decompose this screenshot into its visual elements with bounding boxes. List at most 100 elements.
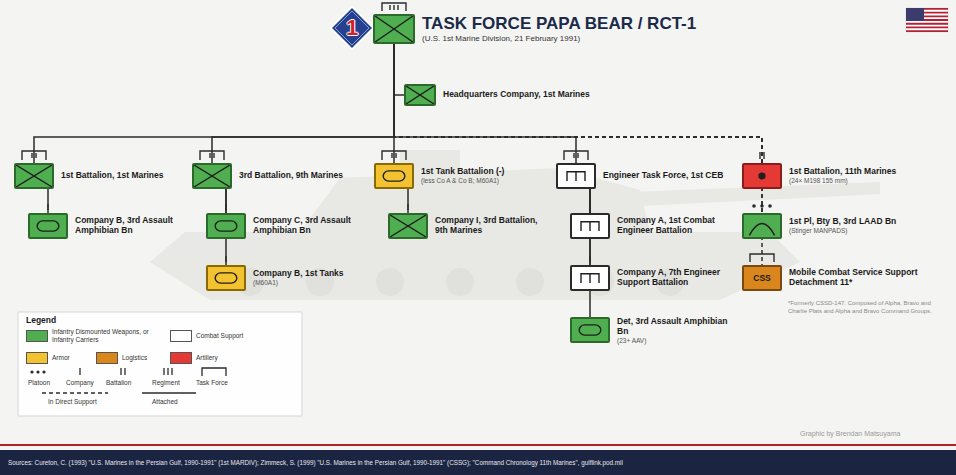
unit-symbol — [570, 213, 610, 239]
tracked-oval — [215, 273, 237, 283]
connector — [589, 189, 591, 317]
legend-entry: Battalion — [106, 379, 131, 387]
legend-direct-support-sample — [42, 392, 108, 394]
unit-name: Company B, 3rd Assault Amphibian Bn — [75, 216, 187, 236]
platoon-dot — [752, 204, 756, 208]
unit-detail: (23+ AAV) — [617, 337, 731, 345]
legend-text: Attached — [152, 398, 178, 406]
credit-line: Graphic by Brendan Matsuyama — [800, 430, 900, 437]
unit-name: Mobile Combat Service Support Detachment… — [789, 268, 949, 288]
legend-dot — [36, 370, 39, 373]
legend-platoon-sample — [30, 370, 45, 373]
legend-attached-sample — [142, 392, 196, 394]
subtitle-text: (U.S. 1st Marine Division, 21 February 1… — [422, 34, 696, 44]
engineer-sign — [581, 274, 599, 283]
unit-label: Company B, 3rd Assault Amphibian Bn — [75, 213, 187, 239]
legend-entry: Armor — [52, 354, 70, 362]
unit-icon — [375, 16, 413, 42]
connector — [34, 44, 394, 163]
legend-entry: Logistics — [122, 354, 147, 362]
unit-symbol — [570, 265, 610, 291]
unit-symbol: CSS — [742, 265, 782, 291]
platoon-dot — [768, 204, 772, 208]
legend-company-sample — [79, 368, 80, 375]
unit-icon — [406, 86, 434, 104]
unit-name: Engineer Task Force, 1st CEB — [603, 171, 723, 181]
legend-dot — [42, 370, 45, 373]
unit-label: Mobile Combat Service Support Detachment… — [789, 265, 949, 291]
unit-node: CSS Mobile Combat Service Support Detachm… — [742, 265, 949, 291]
unit-node: Headquarters Company, 1st Marines — [404, 84, 590, 106]
tracked-oval — [37, 221, 59, 231]
unit-name: 1st Pl, Bty B, 3rd LAAD Bn — [789, 217, 896, 227]
unit-label: Det, 3rd Assault Amphibian Bn(23+ AAV) — [617, 317, 731, 345]
legend-text: Task Force — [196, 379, 228, 387]
connector — [394, 44, 762, 265]
flag-field — [906, 8, 948, 32]
unit-name: Company B, 1st Tanks — [253, 269, 344, 279]
unit-label: Headquarters Company, 1st Marines — [443, 84, 590, 106]
legend-text: Company — [66, 379, 94, 387]
unit-symbol — [206, 213, 246, 239]
unit-icon — [376, 165, 412, 187]
connector — [47, 189, 49, 213]
unit-label: Company I, 3rd Battalion, 9th Marines — [435, 213, 551, 239]
unit-node: TASK FORCE PAPA BEAR / RCT-1(U.S. 1st Ma… — [373, 14, 696, 44]
insignia-inner — [335, 11, 369, 45]
unit-icon — [390, 215, 426, 237]
legend-entry: Company — [66, 379, 94, 387]
tracked-oval — [383, 171, 405, 181]
unit-name: Company I, 3rd Battalion, 9th Marines — [435, 216, 551, 236]
legend-entry: Task Force — [196, 379, 228, 387]
unit-icon — [572, 215, 608, 237]
unit-icon — [30, 215, 66, 237]
infantry-cross — [406, 86, 434, 104]
battalion-marker — [32, 152, 764, 159]
connector — [394, 44, 404, 95]
unit-node: 1st Tank Battalion (-)(less Co A & Co B;… — [374, 163, 504, 189]
unit-node: 3rd Battalion, 9th Marines — [192, 163, 343, 189]
unit-icon — [744, 165, 780, 187]
unit-node: Company B, 3rd Assault Amphibian Bn — [28, 213, 187, 239]
unit-symbol — [570, 317, 610, 343]
legend-entry: Platoon — [28, 379, 50, 387]
air-defense-dome — [749, 223, 774, 235]
unit-node: Sources: Cureton, C. (1993) "U.S. Marine… — [0, 450, 956, 475]
unit-symbol — [404, 84, 436, 106]
unit-symbol — [742, 163, 782, 189]
unit-label: Company A, 7th Engineer Support Battalio… — [617, 265, 731, 291]
unit-name: 1st Tank Battalion (-) — [421, 167, 504, 177]
connector — [394, 44, 762, 163]
legend-text: Artillery — [196, 354, 218, 362]
unit-name: Company A, 1st Combat Engineer Battalion — [617, 216, 731, 236]
label-wrap: *Formerly CSSD-147. Composed of Alpha, B… — [788, 300, 948, 315]
unit-symbol — [374, 163, 414, 189]
regiment-marker — [390, 5, 398, 10]
insignia-shape — [331, 7, 373, 49]
unit-label: 1st Battalion, 1st Marines — [61, 163, 164, 189]
unit-symbol — [556, 163, 596, 189]
unit-name: Headquarters Company, 1st Marines — [443, 90, 590, 100]
unit-label: Company A, 1st Combat Engineer Battalion — [617, 213, 731, 239]
legend-text: Battalion — [106, 379, 131, 387]
legend-swatch — [26, 330, 48, 342]
unit-detail: (Stinger MANPADS) — [789, 227, 896, 235]
legend-battalion-sample — [121, 368, 125, 375]
label-wrap: Graphic by Brendan Matsuyama — [800, 430, 900, 437]
tank-wheels — [236, 268, 684, 296]
tracked-oval — [215, 221, 237, 231]
unit-label: Company B, 1st Tanks(M60A1) — [253, 265, 344, 291]
flag-canton — [906, 8, 924, 21]
unit-symbol — [388, 213, 428, 239]
infantry-cross — [16, 165, 52, 187]
legend-entry: Infantry Dismounted Weapons, or Infantry… — [52, 328, 162, 344]
legend-swatch — [170, 330, 192, 342]
unit-name: 1st Battalion, 1st Marines — [61, 171, 164, 181]
engineer-sign — [567, 172, 585, 181]
legend-text: Combat Support — [196, 332, 296, 340]
unit-label: Company C, 3rd Assault Amphibian Bn — [253, 213, 369, 239]
source-note: Sources: Cureton, C. (1993) "U.S. Marine… — [8, 459, 623, 466]
unit-node: Company B, 1st Tanks(M60A1) — [206, 265, 344, 291]
